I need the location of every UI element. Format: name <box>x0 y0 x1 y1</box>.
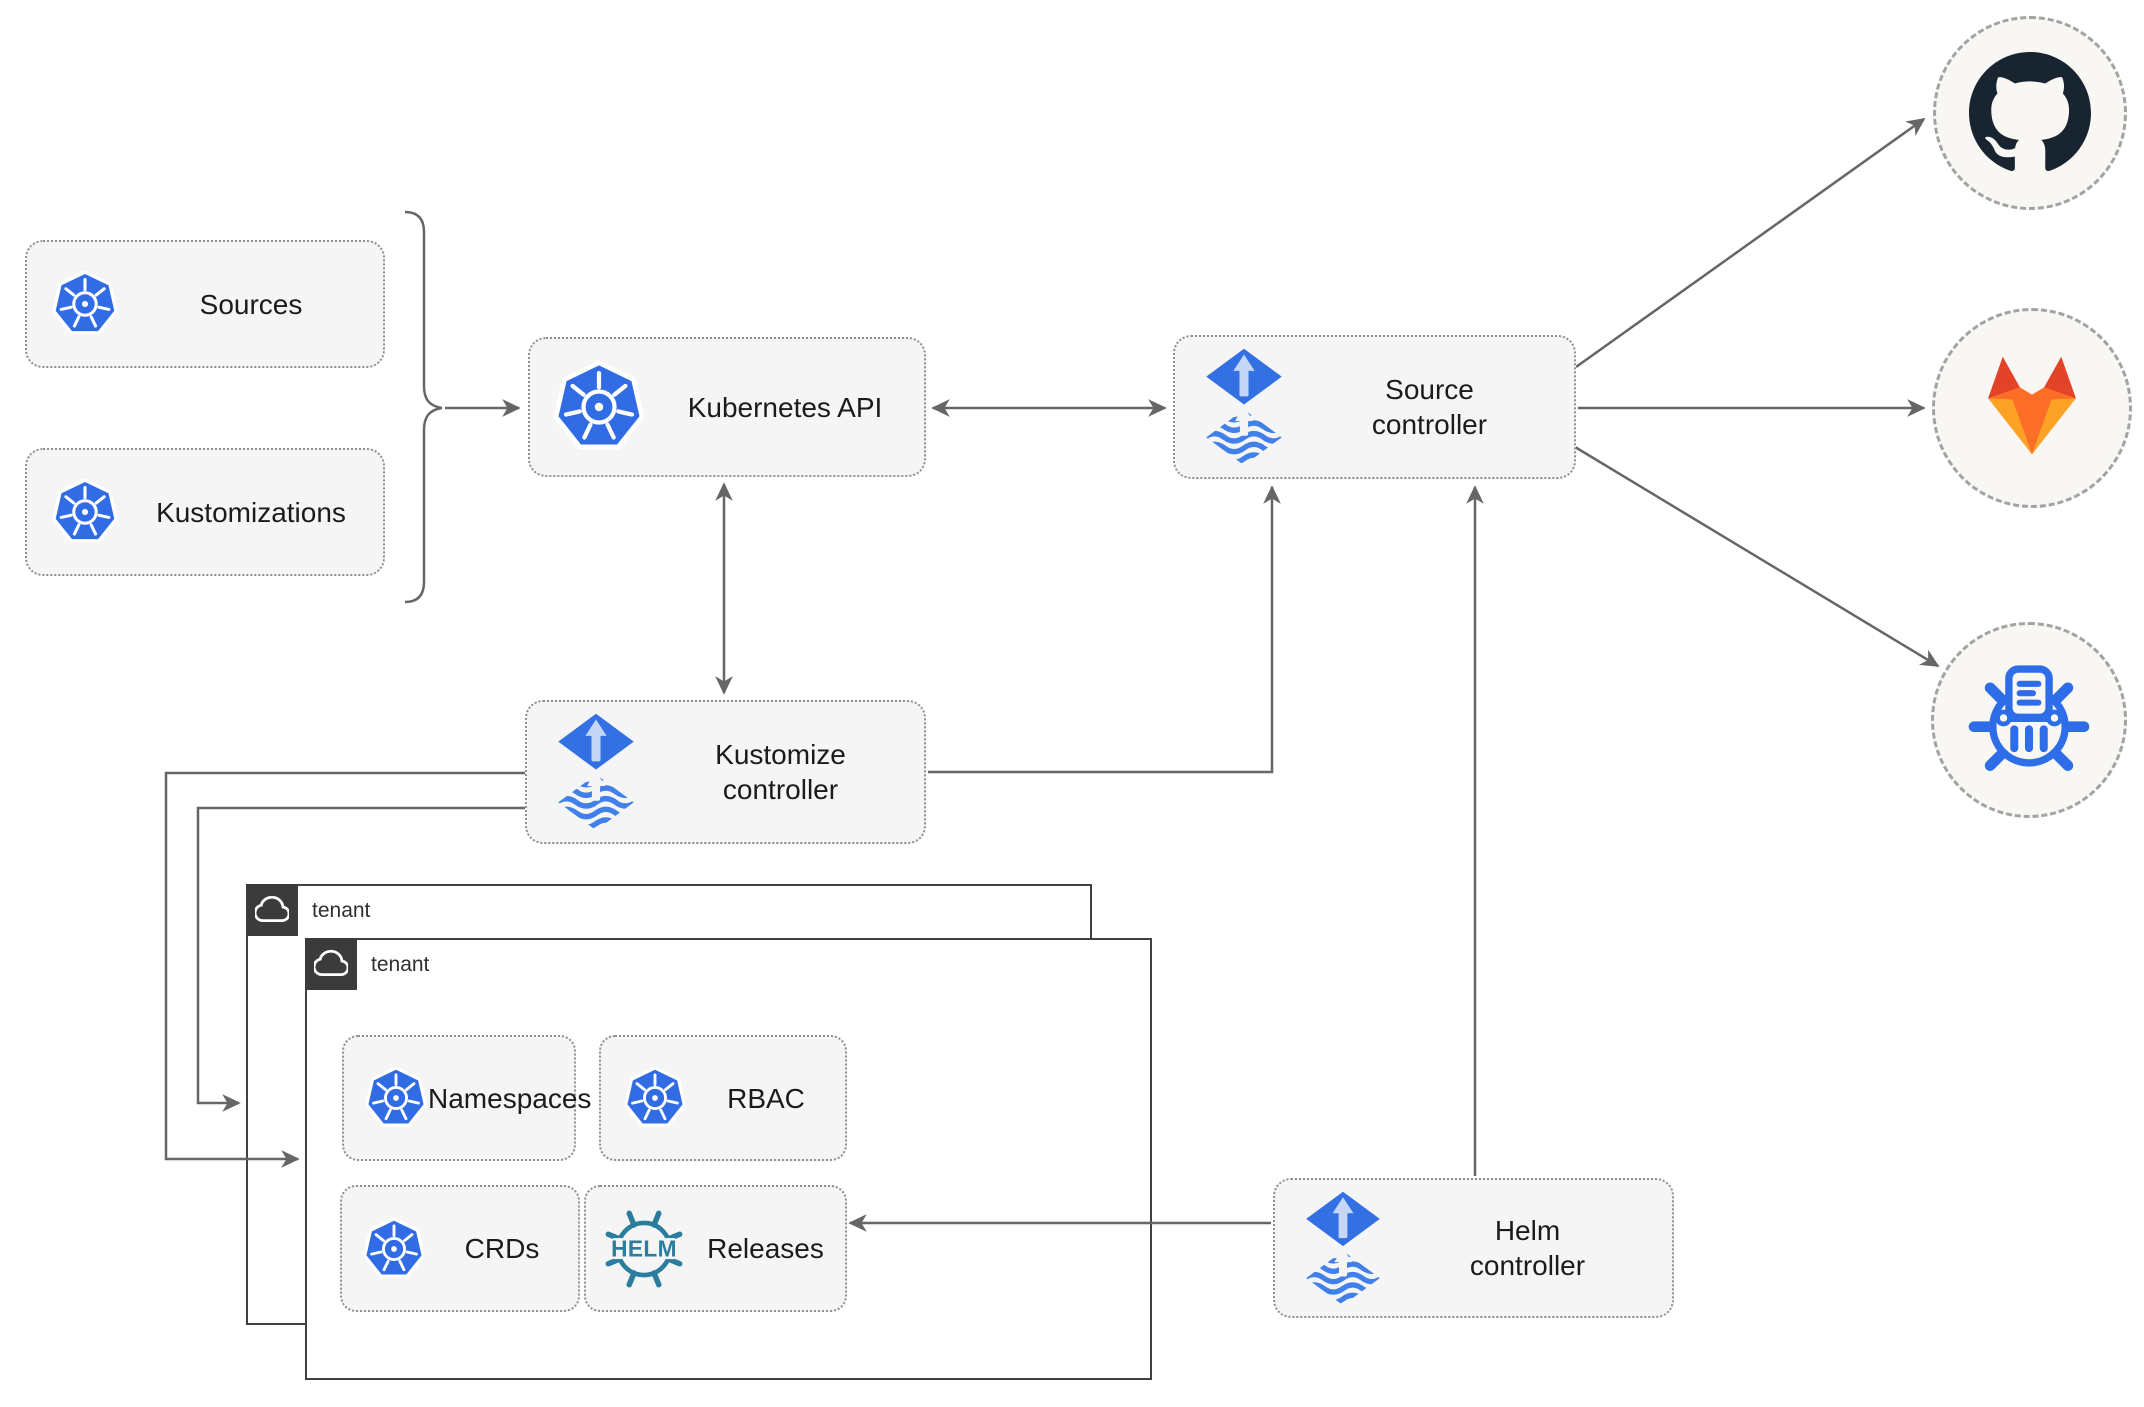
flux-icon <box>555 712 637 832</box>
bracket-sources-group <box>404 210 443 604</box>
source-controller-label: Source controller <box>1371 374 1488 440</box>
namespaces-label: Namespaces <box>428 1082 592 1114</box>
chartmuseum-icon <box>1962 653 2096 787</box>
external-gitlab <box>1932 308 2132 508</box>
kubernetes-icon <box>51 270 119 338</box>
external-github <box>1933 16 2127 210</box>
crds-label: CRDs <box>464 1233 540 1264</box>
kubernetes-icon <box>552 360 646 454</box>
kubernetes-icon <box>51 478 119 546</box>
github-icon <box>1969 52 2091 174</box>
kubernetes-icon <box>364 1066 428 1130</box>
tenant-front-box: tenant Namespaces RBAC CRDs Releases <box>305 938 1152 1380</box>
kustomize-controller-label: Kustomize controller <box>715 739 846 805</box>
node-sources: Sources <box>25 240 385 368</box>
sources-label: Sources <box>199 288 303 320</box>
node-source-controller: Source controller <box>1173 335 1576 479</box>
edge-sourcectrl-to-github <box>1575 117 1926 369</box>
releases-label: Releases <box>707 1233 824 1264</box>
kubernetes-api-label: Kubernetes API <box>687 391 883 423</box>
tenant-front-header <box>305 938 357 990</box>
tenant-front-label: tenant <box>371 953 430 976</box>
node-namespaces: Namespaces <box>342 1035 591 1161</box>
cloud-icon <box>255 893 289 927</box>
edge-sourcectrl-to-chartmuseum <box>1574 445 1940 668</box>
node-kustomize-controller: Kustomize controller <box>525 700 926 844</box>
tenant-back-header <box>246 884 298 936</box>
node-kustomizations: Kustomizations <box>25 448 385 576</box>
node-rbac: RBAC <box>599 1035 847 1161</box>
edge-kustomizectrl-to-sourcectrl <box>928 485 1281 774</box>
external-chartmuseum <box>1931 622 2127 818</box>
node-helm-controller: Helm controller <box>1273 1178 1674 1318</box>
kubernetes-icon <box>623 1066 687 1130</box>
node-releases: Releases <box>584 1185 847 1312</box>
helm-controller-label: Helm controller <box>1469 1215 1586 1281</box>
flux-icon <box>1303 1190 1383 1307</box>
flux-icon <box>1203 347 1285 467</box>
node-crds: CRDs <box>340 1185 580 1312</box>
kustomizations-label: Kustomizations <box>156 496 346 528</box>
tenant-back-label: tenant <box>312 899 371 922</box>
rbac-label: RBAC <box>727 1082 805 1114</box>
cloud-icon <box>314 947 348 981</box>
kubernetes-icon <box>362 1217 426 1281</box>
node-kubernetes-api: Kubernetes API <box>528 337 926 477</box>
gitlab-icon <box>1971 352 2093 464</box>
helm-icon <box>602 1207 686 1291</box>
